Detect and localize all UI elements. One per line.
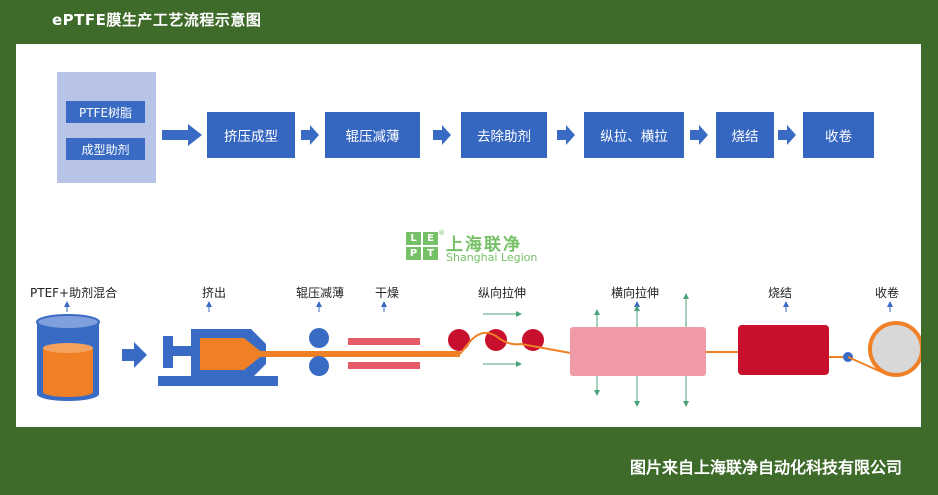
roller-icon bbox=[309, 328, 329, 348]
label-winding: 收卷 bbox=[875, 286, 900, 300]
material-ptfe-resin: PTFE树脂 bbox=[66, 101, 145, 123]
label-transverse-stretch: 横向拉伸 bbox=[611, 286, 660, 300]
logo-name-en: Shanghai Legion bbox=[446, 251, 538, 264]
label-sintering: 烧结 bbox=[768, 286, 793, 300]
membrane-strip bbox=[459, 331, 577, 355]
logo-mark-icon: L E P T ® bbox=[406, 229, 445, 262]
flow-arrow-icon bbox=[778, 125, 796, 145]
label-longitudinal-stretch: 纵向拉伸 bbox=[478, 286, 527, 300]
label-drying: 干燥 bbox=[375, 286, 400, 300]
step-remove-aid: 去除助剂 bbox=[461, 112, 547, 158]
step-winding: 收卷 bbox=[803, 112, 874, 158]
image-source-caption: 图片来自上海联净自动化科技有限公司 bbox=[629, 458, 902, 477]
label-extrusion: 挤出 bbox=[202, 286, 227, 300]
transverse-stretch-frame bbox=[570, 327, 706, 376]
flow-arrow-icon bbox=[122, 342, 147, 368]
step-stretching: 纵拉、横拉 bbox=[584, 112, 684, 158]
mixing-tank-icon bbox=[36, 314, 100, 401]
step-extrusion: 挤压成型 bbox=[207, 112, 295, 158]
raw-materials-box: PTFE树脂 成型助剂 bbox=[57, 72, 156, 183]
flow-arrow-icon bbox=[301, 125, 319, 145]
dryer-heater-icon bbox=[348, 338, 420, 345]
page-title: ePTFE膜生产工艺流程示意图 bbox=[52, 11, 262, 29]
process-illustration bbox=[36, 293, 921, 407]
flow-arrow-icon bbox=[690, 125, 708, 145]
sintering-oven bbox=[738, 325, 829, 375]
diagram-panel: PTFE树脂 成型助剂 挤压成型 辊压减薄 去除助剂 纵拉、横拉 烧结 收卷 L… bbox=[16, 44, 921, 427]
stretch-rollers-icon bbox=[448, 329, 544, 351]
logo-name-cn: 上海联净 bbox=[446, 235, 522, 255]
dryer-heater-icon bbox=[348, 362, 420, 369]
flow-arrow-icon bbox=[433, 125, 451, 145]
step-sintering: 烧结 bbox=[716, 112, 774, 158]
step-roll-thinning: 辊压减薄 bbox=[325, 112, 420, 158]
membrane-strip bbox=[260, 351, 460, 357]
label-roll-thinning: 辊压减薄 bbox=[296, 286, 345, 300]
flow-arrow-icon bbox=[162, 124, 202, 146]
roller-icon bbox=[309, 356, 329, 376]
extruder-icon bbox=[158, 329, 278, 386]
winding-roll-icon bbox=[868, 321, 921, 377]
material-forming-aid: 成型助剂 bbox=[66, 138, 145, 160]
flow-arrow-icon bbox=[557, 125, 575, 145]
label-mixing: PTEF+助剂混合 bbox=[30, 286, 118, 300]
company-logo: L E P T ® 上海联净 Shanghai Legion bbox=[406, 229, 546, 266]
